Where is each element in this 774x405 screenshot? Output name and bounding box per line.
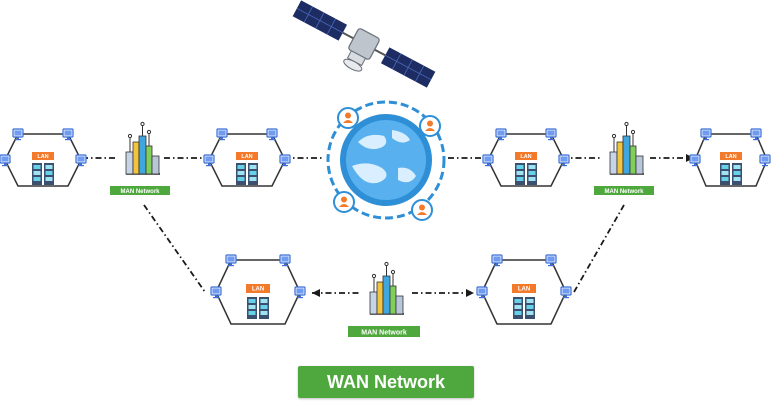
satellite-icon: [292, 0, 436, 88]
computer-icon: [495, 128, 507, 141]
lan-cluster: LAN: [0, 128, 87, 187]
lan-badge: [236, 152, 258, 160]
wan-network-title: WAN Network: [298, 366, 474, 398]
server-icon: [247, 297, 269, 319]
computer-icon: [75, 154, 87, 167]
lan-cluster: LAN: [203, 128, 291, 187]
computer-icon: [560, 286, 572, 299]
computer-icon: [750, 128, 762, 141]
lan-cluster: LAN: [689, 128, 771, 187]
server-icon: [515, 163, 537, 185]
person-icon: [333, 191, 355, 213]
computer-icon: [12, 128, 24, 141]
lan-badge: [246, 284, 270, 293]
lan-badge: [720, 152, 742, 160]
computer-icon: [759, 154, 771, 167]
computer-icon: [279, 254, 291, 267]
man-node: MAN Network: [594, 121, 654, 195]
man-node: MAN Network: [348, 261, 420, 337]
computer-icon: [558, 154, 570, 167]
lan-label: LAN: [518, 287, 530, 293]
computer-icon: [279, 154, 291, 167]
man-label: MAN Network: [361, 330, 407, 337]
computer-icon: [294, 286, 306, 299]
lan-label: LAN: [252, 287, 264, 293]
lan-label: LAN: [37, 154, 48, 160]
computer-icon: [225, 254, 237, 267]
lan-badge: [515, 152, 537, 160]
lan-badge: [512, 284, 536, 293]
link-lines: [82, 157, 694, 294]
computer-icon: [476, 286, 488, 299]
computer-icon: [62, 128, 74, 141]
computer-icon: [266, 128, 278, 141]
lan-cluster: LAN: [482, 128, 570, 187]
computer-icon: [203, 154, 215, 167]
lan-badge: [32, 152, 54, 160]
man-badge: [594, 186, 654, 195]
server-icon: [720, 163, 742, 185]
arrow-head-left: [312, 289, 320, 297]
computer-icon: [491, 254, 503, 267]
lan-cluster: LAN: [476, 254, 572, 325]
computer-icon: [700, 128, 712, 141]
computer-icon: [545, 254, 557, 267]
globe-icon: [326, 100, 446, 221]
lan-label: LAN: [241, 154, 252, 160]
man-badge: [110, 186, 170, 195]
man-label: MAN Network: [604, 189, 644, 195]
server-icon: [236, 163, 258, 185]
lan-cluster: LAN: [210, 254, 306, 325]
computer-icon: [210, 286, 222, 299]
person-icon: [419, 115, 441, 137]
city-icon: [369, 261, 405, 315]
man-node: MAN Network: [110, 121, 170, 195]
computer-icon: [689, 154, 701, 167]
man-badge: [348, 326, 420, 337]
computer-icon: [482, 154, 494, 167]
person-icon: [337, 107, 359, 129]
person-icon: [411, 199, 433, 221]
man-label: MAN Network: [120, 189, 160, 195]
computer-icon: [0, 154, 11, 167]
link-man1-lan5: [143, 204, 206, 293]
link-lan6-man2: [573, 204, 625, 293]
lan-label: LAN: [520, 154, 531, 160]
server-icon: [513, 297, 535, 319]
arrow-head-right: [466, 289, 474, 297]
lan-label: LAN: [725, 154, 736, 160]
city-icon: [125, 121, 161, 175]
computer-icon: [216, 128, 228, 141]
computer-icon: [545, 128, 557, 141]
server-icon: [32, 163, 54, 185]
city-icon: [609, 121, 645, 175]
